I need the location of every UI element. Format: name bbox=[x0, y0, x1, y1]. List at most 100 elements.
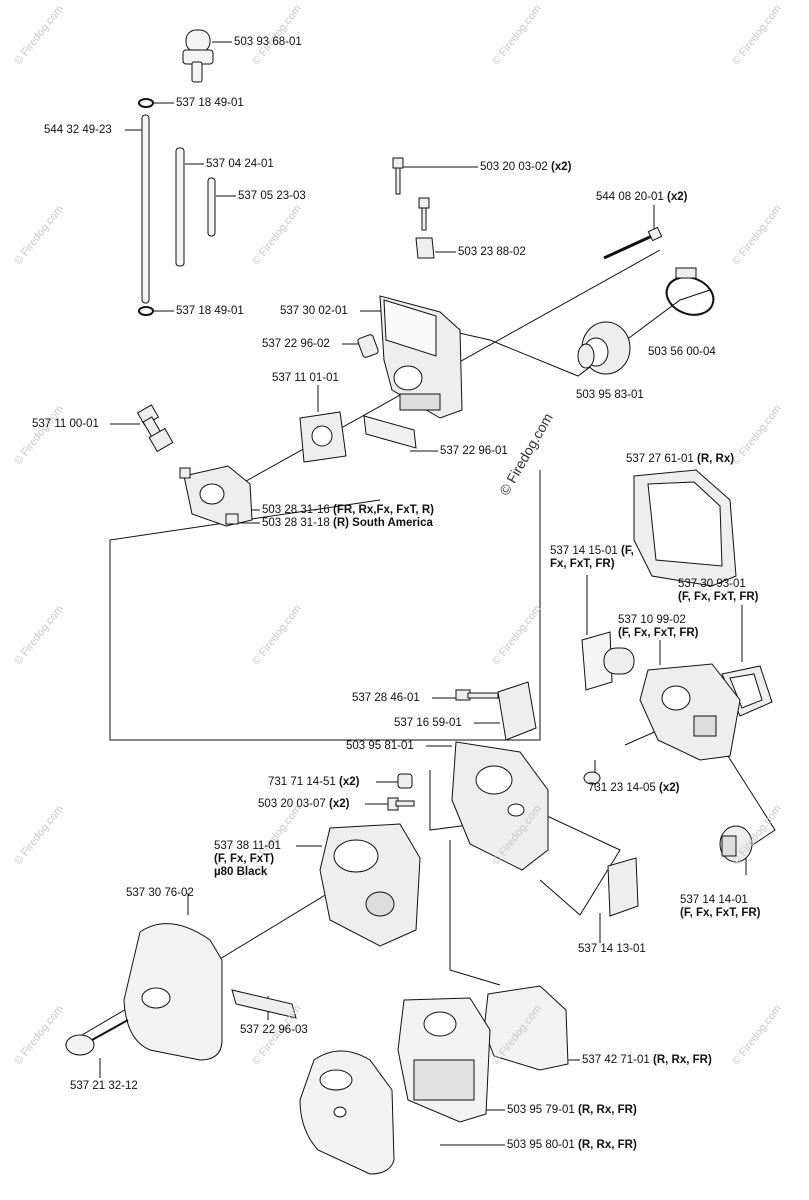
screw-icon bbox=[455, 689, 499, 701]
part-label: 537 11 00-01 bbox=[32, 418, 99, 430]
screw-icon bbox=[387, 797, 415, 811]
part-number: 537 27 61-01 bbox=[626, 453, 694, 465]
part-label: 537 21 32-12 bbox=[70, 1080, 138, 1092]
part-label: (F, Fx, FxT) bbox=[214, 853, 274, 866]
part-qualifier: (R, Rx, FR) bbox=[578, 1139, 637, 1151]
carburetor-bracket-icon bbox=[379, 295, 463, 419]
fuel-filter-icon bbox=[136, 404, 174, 453]
part-qualifier: (F, bbox=[621, 545, 634, 557]
filter-base-icon bbox=[299, 1050, 395, 1175]
part-label: 503 28 31-16 (FR, Rx,Fx, FxT, R) bbox=[262, 504, 434, 517]
nut-icon bbox=[583, 771, 601, 785]
part-label: 537 10 99-02 bbox=[618, 614, 686, 626]
part-label: 503 93 68-01 bbox=[234, 36, 302, 48]
assembly-line bbox=[445, 289, 711, 377]
screw-icon bbox=[418, 197, 430, 231]
part-number: 731 23 14-05 bbox=[588, 782, 656, 794]
part-label: 537 30 93-01 bbox=[678, 578, 746, 590]
filter-cover-icon bbox=[633, 469, 737, 587]
part-qualifier: (R, Rx, FR) bbox=[653, 1054, 712, 1066]
part-label: 503 95 81-01 bbox=[346, 740, 414, 752]
part-label: µ80 Black bbox=[214, 866, 267, 879]
screw-icon bbox=[392, 157, 404, 195]
muffler-body-icon bbox=[319, 823, 421, 947]
part-label: 537 18 49-01 bbox=[176, 97, 244, 109]
air-filter-holder-icon bbox=[639, 663, 741, 761]
hose-clamp-icon bbox=[665, 267, 715, 316]
part-qualifier: (R, Rx) bbox=[697, 453, 735, 465]
part-number: 503 95 79-01 bbox=[507, 1104, 575, 1116]
part-number: 503 95 80-01 bbox=[507, 1139, 575, 1151]
assembly-line bbox=[449, 840, 501, 986]
part-number: 503 28 31-16 bbox=[262, 504, 330, 516]
part-label: 537 04 24-01 bbox=[206, 158, 274, 170]
nut-icon bbox=[397, 773, 413, 789]
muffler-cover-icon bbox=[123, 923, 223, 1061]
part-label: Fx, FxT, FR) bbox=[550, 558, 615, 571]
part-label: (F, Fx, FxT, FR) bbox=[678, 591, 759, 604]
part-label: 537 05 23-03 bbox=[238, 190, 306, 202]
part-number: 544 08 20-01 bbox=[596, 191, 664, 203]
choke-valve-icon bbox=[581, 631, 635, 691]
part-number: 731 71 14-51 bbox=[268, 776, 336, 788]
part-label: 537 16 59-01 bbox=[394, 717, 462, 729]
part-label: 537 14 15-01 (F, bbox=[550, 545, 634, 558]
part-label: 537 22 96-02 bbox=[262, 338, 330, 350]
part-qualifier: µ80 Black bbox=[214, 866, 268, 878]
part-qualifier: (x2) bbox=[339, 776, 360, 788]
part-label: 537 22 96-03 bbox=[240, 1024, 308, 1036]
part-label: 537 27 61-01 (R, Rx) bbox=[626, 453, 734, 466]
fuel-hose-icon bbox=[207, 177, 216, 237]
cylinder-cover-icon bbox=[451, 741, 549, 871]
part-label: 537 18 49-01 bbox=[176, 305, 244, 317]
part-label: 537 14 14-01 bbox=[680, 894, 748, 906]
part-qualifier: (x2) bbox=[659, 782, 680, 794]
part-label: 537 28 46-01 bbox=[352, 692, 420, 704]
carburetor-icon bbox=[179, 465, 253, 527]
part-qualifier: (x2) bbox=[667, 191, 688, 203]
part-label: 503 95 83-01 bbox=[576, 389, 644, 401]
part-label: (F, Fx, FxT, FR) bbox=[618, 627, 699, 640]
spacer-icon bbox=[357, 334, 379, 358]
assembly-line bbox=[109, 470, 541, 741]
o-ring-icon bbox=[138, 98, 154, 108]
part-qualifier: (FR, Rx,Fx, FxT, R) bbox=[333, 504, 434, 516]
gasket-strip-icon bbox=[231, 989, 297, 1019]
part-label: 537 30 02-01 bbox=[280, 305, 348, 317]
part-qualifier: (F, Fx, FxT) bbox=[214, 853, 275, 865]
part-label: 544 08 20-01 (x2) bbox=[596, 191, 687, 204]
o-ring-icon bbox=[138, 306, 154, 316]
part-label: 537 11 01-01 bbox=[272, 372, 339, 384]
part-number: 503 20 03-07 bbox=[258, 798, 326, 810]
part-label: 731 23 14-05 (x2) bbox=[588, 782, 679, 795]
part-label: 537 22 96-01 bbox=[440, 445, 508, 457]
fuel-hose-icon bbox=[141, 114, 150, 304]
part-label: (F, Fx, FxT, FR) bbox=[680, 907, 761, 920]
intake-boot-icon bbox=[577, 321, 631, 375]
filter-housing-icon bbox=[397, 997, 491, 1123]
part-qualifier: (R) South America bbox=[333, 517, 433, 529]
part-number: 503 20 03-02 bbox=[480, 161, 548, 173]
gasket-strip-icon bbox=[363, 415, 417, 449]
part-label: 731 71 14-51 (x2) bbox=[268, 776, 359, 789]
part-label: 503 95 80-01 (R, Rx, FR) bbox=[507, 1139, 637, 1152]
assembly-line bbox=[429, 770, 621, 916]
part-number: 537 14 15-01 bbox=[550, 545, 618, 557]
part-number: 503 28 31-18 bbox=[262, 517, 330, 529]
part-label: 503 23 88-02 bbox=[458, 246, 526, 258]
long-bolt-icon bbox=[603, 226, 663, 260]
part-qualifier: (F, Fx, FxT, FR) bbox=[618, 627, 699, 639]
part-label: 503 20 03-02 (x2) bbox=[480, 161, 571, 174]
fuel-hose-icon bbox=[175, 147, 185, 267]
part-label: 503 20 03-07 (x2) bbox=[258, 798, 349, 811]
part-qualifier: (R, Rx, FR) bbox=[578, 1104, 637, 1116]
primer-bulb-icon bbox=[182, 29, 214, 83]
part-qualifier: (F, Fx, FxT, FR) bbox=[680, 907, 761, 919]
knob-icon bbox=[65, 1019, 129, 1056]
throttle-bracket-icon bbox=[607, 857, 639, 917]
part-label: 537 14 13-01 bbox=[578, 943, 646, 955]
part-qualifier: (x2) bbox=[551, 161, 572, 173]
bracket-clip-icon bbox=[415, 237, 435, 259]
part-label: 537 42 71-01 (R, Rx, FR) bbox=[582, 1054, 712, 1067]
part-qualifier: Fx, FxT, FR) bbox=[550, 558, 615, 570]
